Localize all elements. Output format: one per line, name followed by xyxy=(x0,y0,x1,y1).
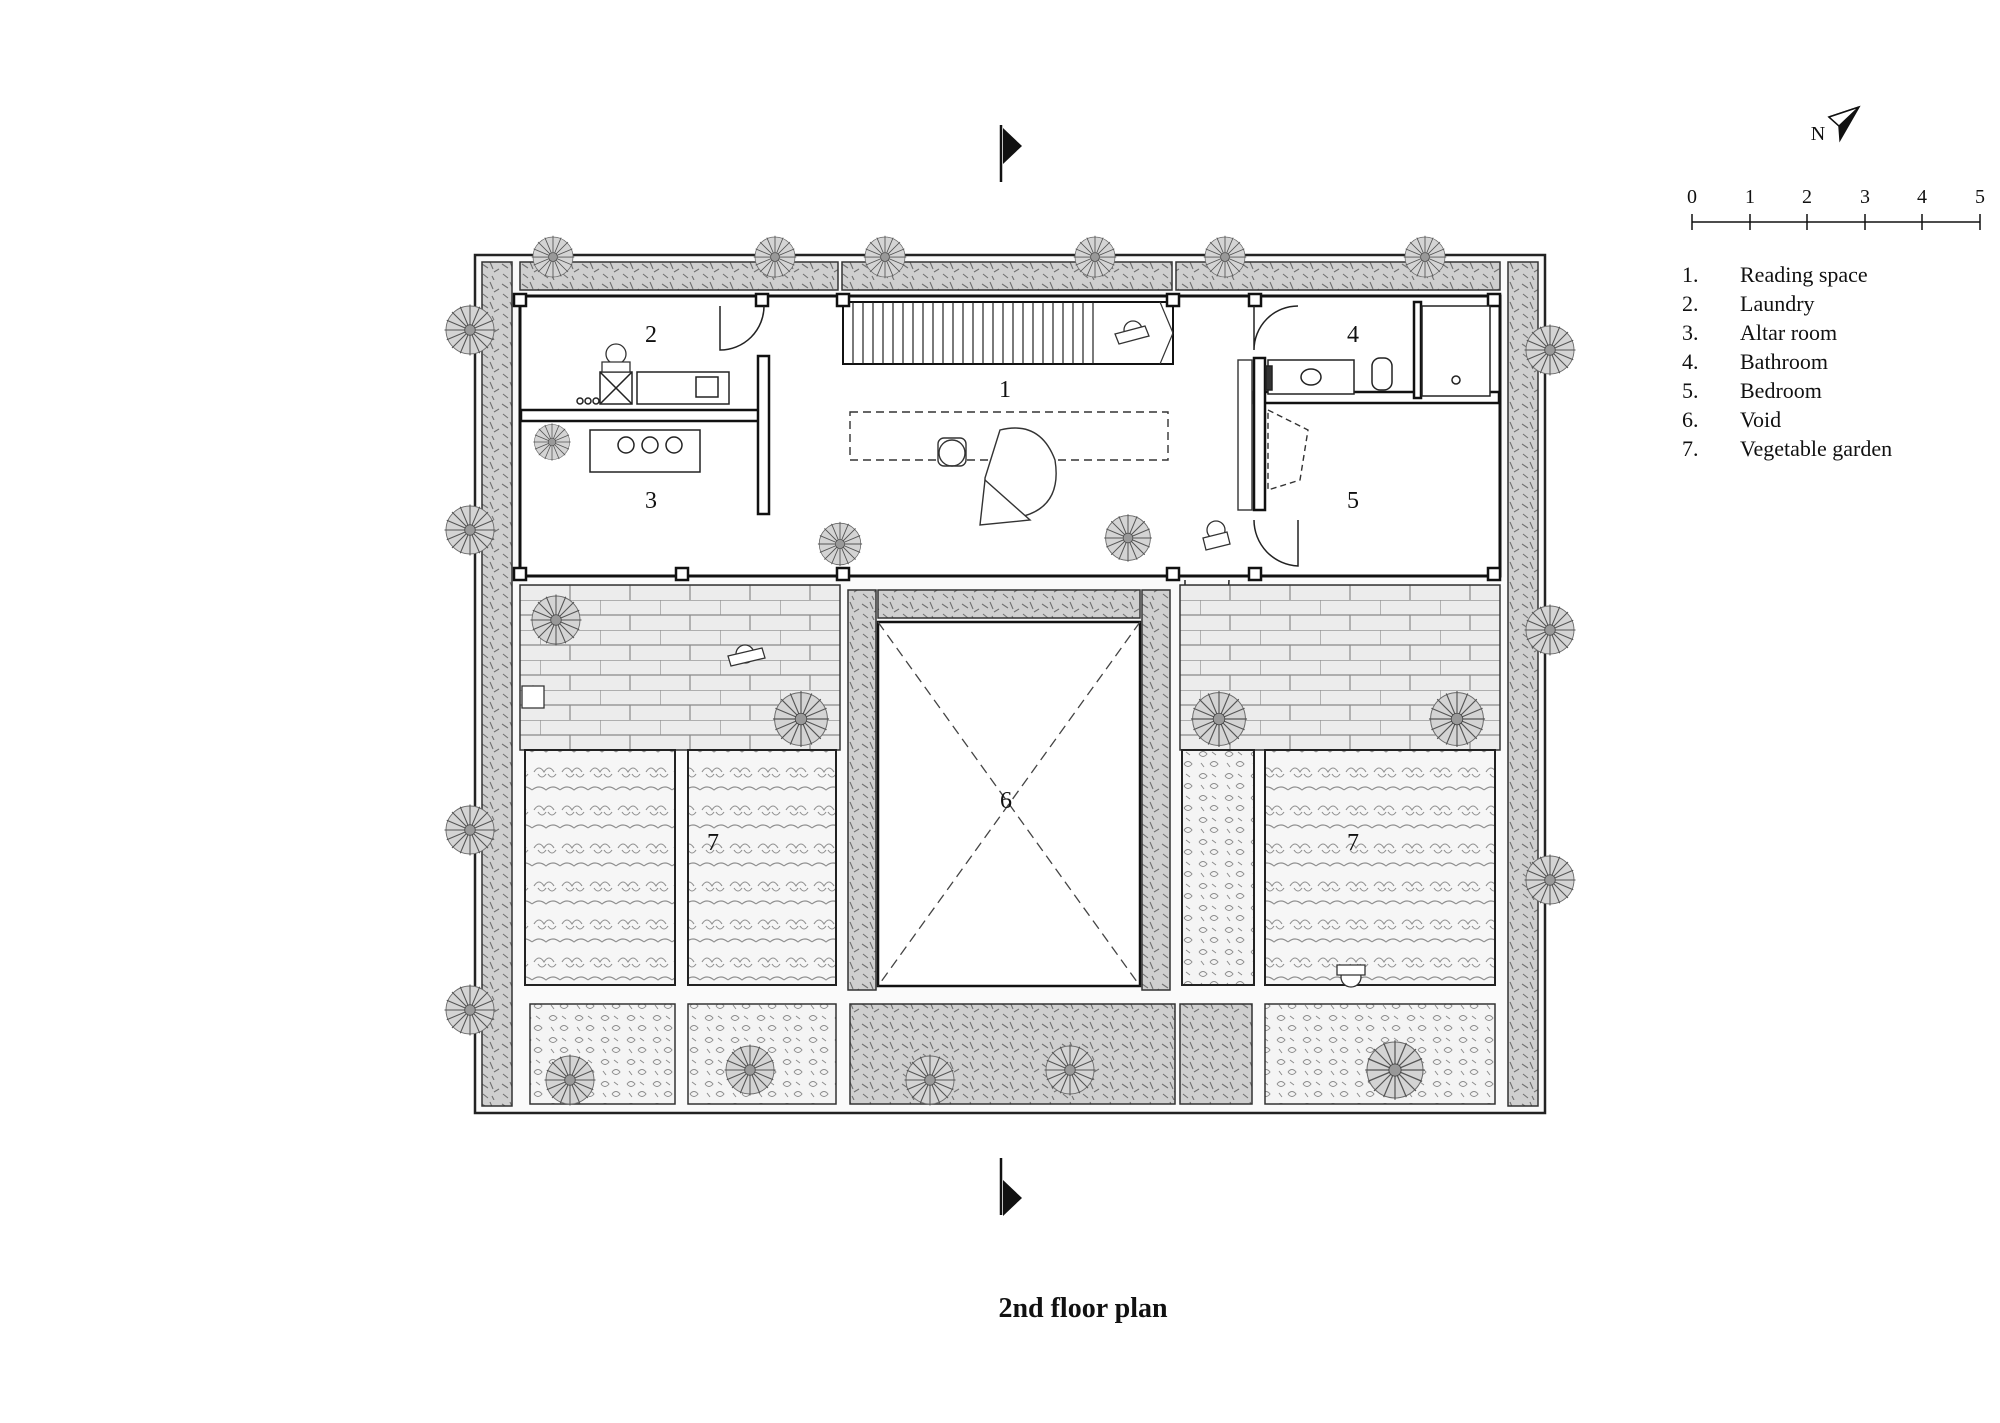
legend-num-6: 6. xyxy=(1682,407,1699,432)
legend-name-6: Void xyxy=(1740,407,1781,432)
legend-num-4: 4. xyxy=(1682,349,1699,374)
vegetable-garden-beds xyxy=(524,749,1496,986)
scale-tick-2: 2 xyxy=(1802,186,1812,208)
room-labels: 1 2 3 4 5 6 7 7 xyxy=(645,322,1359,856)
reading-space-furniture xyxy=(849,411,1169,526)
room-label-garden-right: 7 xyxy=(1347,830,1359,856)
bedroom-furniture xyxy=(1237,359,1309,511)
scale-tick-4: 4 xyxy=(1917,186,1927,208)
legend-name-5: Bedroom xyxy=(1740,378,1822,403)
legend-name-3: Altar room xyxy=(1740,320,1837,345)
legend-num-5: 5. xyxy=(1682,378,1699,403)
columns xyxy=(512,292,1502,582)
room-label-altar-room: 3 xyxy=(645,488,657,514)
void-area xyxy=(847,589,1171,991)
legend-name-4: Bathroom xyxy=(1740,349,1828,374)
north-label: N xyxy=(1811,123,1825,145)
section-marker-bottom xyxy=(999,1158,1022,1216)
scale-bar: 0 1 2 3 4 5 xyxy=(1687,186,1985,230)
legend-name-1: Reading space xyxy=(1740,262,1868,287)
legend-num-3: 3. xyxy=(1682,320,1699,345)
altar-table xyxy=(589,429,701,473)
room-label-garden-left: 7 xyxy=(707,830,719,856)
perimeter-planters xyxy=(481,261,1539,1107)
legend-num-1: 1. xyxy=(1682,262,1699,287)
bathroom-fixtures xyxy=(1265,305,1491,397)
legend-name-7: Vegetable garden xyxy=(1740,436,1892,461)
people-figures xyxy=(521,320,1366,988)
room-label-void: 6 xyxy=(1000,788,1012,814)
scale-tick-0: 0 xyxy=(1687,186,1697,208)
interior-walls xyxy=(519,300,1501,516)
north-arrow: N xyxy=(1811,105,1861,145)
scale-tick-5: 5 xyxy=(1975,186,1985,208)
legend-num-7: 7. xyxy=(1682,436,1699,461)
room-label-reading-space: 1 xyxy=(999,377,1011,403)
legend: 1. Reading space 2. Laundry 3. Altar roo… xyxy=(1682,262,1892,461)
scale-tick-1: 1 xyxy=(1745,186,1755,208)
section-marker-top xyxy=(999,125,1022,182)
laundry-fixtures xyxy=(576,371,730,405)
plan-title: 2nd floor plan xyxy=(998,1293,1168,1324)
bottom-planters xyxy=(529,1003,1496,1105)
room-label-laundry: 2 xyxy=(645,322,657,348)
legend-num-2: 2. xyxy=(1682,291,1699,316)
room-label-bedroom: 5 xyxy=(1347,488,1359,514)
room-label-bathroom: 4 xyxy=(1347,322,1359,348)
legend-name-2: Laundry xyxy=(1740,291,1815,316)
scale-tick-3: 3 xyxy=(1860,186,1870,208)
